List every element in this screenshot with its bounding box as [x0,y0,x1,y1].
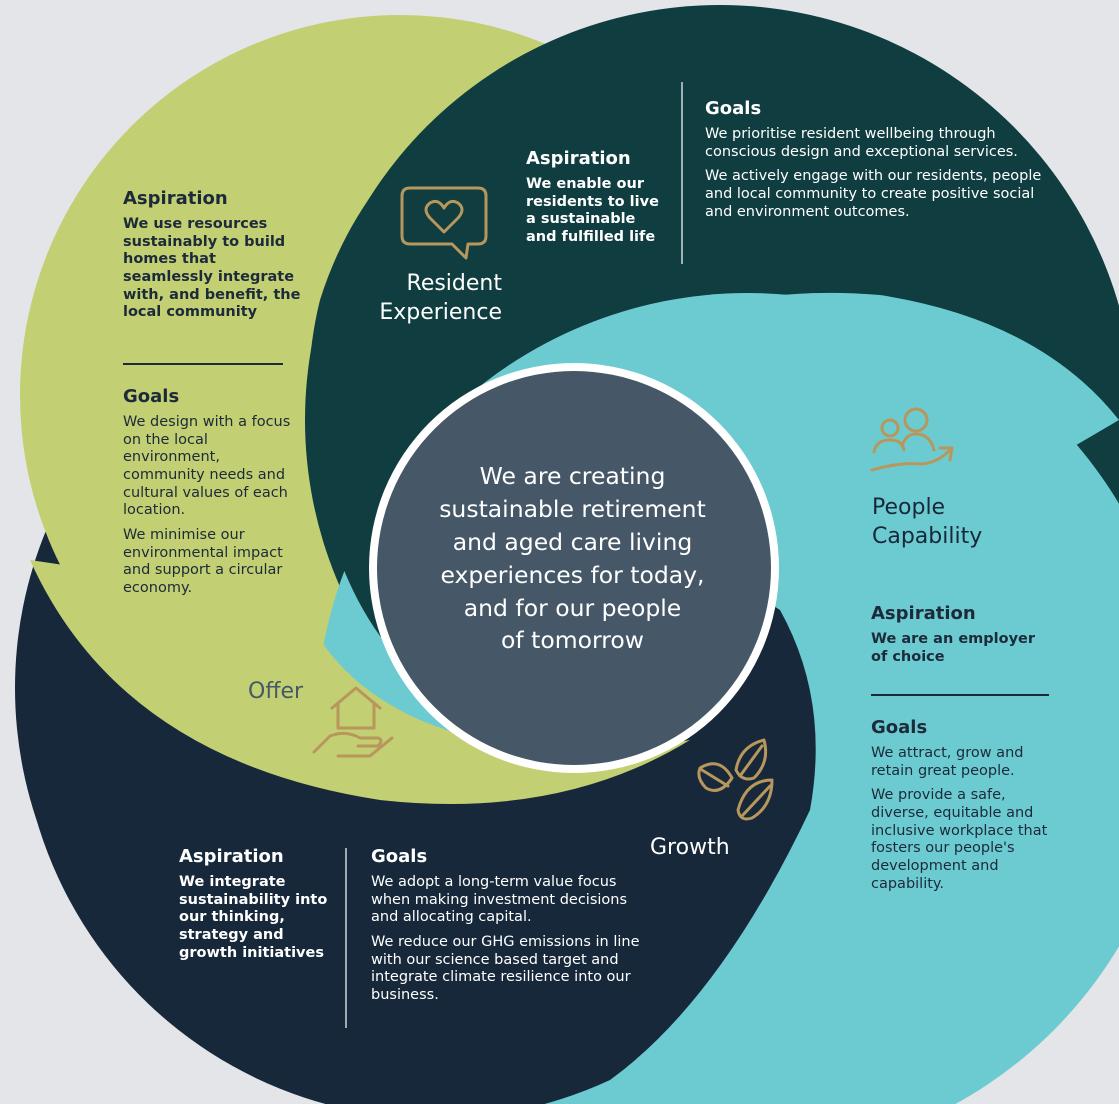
center-line: experiences for today, [440,560,705,589]
people-goal-item: We provide a safe, diverse, equitable an… [871,787,1048,892]
center-line: sustainable retirement [439,494,706,523]
resident-aspiration-heading: Aspiration [526,148,631,169]
growth-goals-heading: Goals [371,846,428,867]
resident-aspiration: Aspiration We enable our residents to li… [526,148,666,247]
heart-speech-bubble-icon [400,186,488,260]
growth-aspiration-heading: Aspiration [179,846,284,867]
leaves-icon [697,738,774,821]
offer-goal-item: We minimise our environmental impact and… [123,527,283,597]
offer-divider [123,363,283,365]
offer-aspiration-heading: Aspiration [123,188,228,209]
growth-title: Growth [650,835,730,860]
center-line: and for our people [463,593,682,622]
growth-goals: Goals We adopt a long-term value focus w… [371,846,656,1012]
offer-goal-item: We design with a focus on the local envi… [123,413,291,519]
house-in-hand-icon [312,686,394,758]
people-goals: Goals We attract, grow and retain great … [871,717,1051,900]
center-line: We are creating [479,462,666,490]
people-swirl [470,292,1119,560]
people-aspiration-heading: Aspiration [871,603,976,624]
people-goals-heading: Goals [871,717,928,738]
center-statement: We are creating sustainable retirement a… [400,460,745,657]
resident-goals: Goals We prioritise resident wellbeing t… [705,98,1065,228]
offer-goals: Goals We design with a focus on the loca… [123,386,293,605]
growth-goal-item: We reduce our GHG emissions in line with… [371,934,640,1004]
people-growth-icon [870,407,954,472]
people-aspiration-text: We are an employer of choice [871,630,1036,665]
resident-aspiration-text: We enable our residents to live a sustai… [526,175,659,246]
offer-swirl [30,560,690,804]
people-goal-item: We attract, grow and retain great people… [871,744,1024,779]
growth-aspiration: Aspiration We integrate sustainability i… [179,846,329,962]
resident-goal-item: We prioritise resident wellbeing through… [705,125,1018,160]
resident-goals-heading: Goals [705,98,762,119]
resident-divider [681,82,683,264]
center-circle [377,371,771,765]
offer-title: Offer [248,679,304,704]
people-aspiration: Aspiration We are an employer of choice [871,603,1051,666]
center-line: of tomorrow [501,626,644,655]
people-title-line: People [872,495,946,520]
offer-aspiration-text: We use resources sustainably to build ho… [123,215,301,321]
center-line: and aged care living [452,527,693,556]
growth-aspiration-text: We integrate sustainability into our thi… [179,873,328,961]
resident-title-line: Resident [406,271,502,296]
resident-title-line: Experience [379,299,502,325]
resident-goal-item: We actively engage with our residents, p… [705,168,1042,220]
growth-goal-item: We adopt a long-term value focus when ma… [371,873,628,926]
offer-goals-heading: Goals [123,386,180,407]
people-title: People Capability [872,494,982,551]
growth-divider [345,848,347,1028]
resident-title: Resident Experience [352,270,502,327]
people-divider [871,694,1049,696]
people-title-line: Capability [872,523,983,549]
offer-aspiration: Aspiration We use resources sustainably … [123,188,303,322]
